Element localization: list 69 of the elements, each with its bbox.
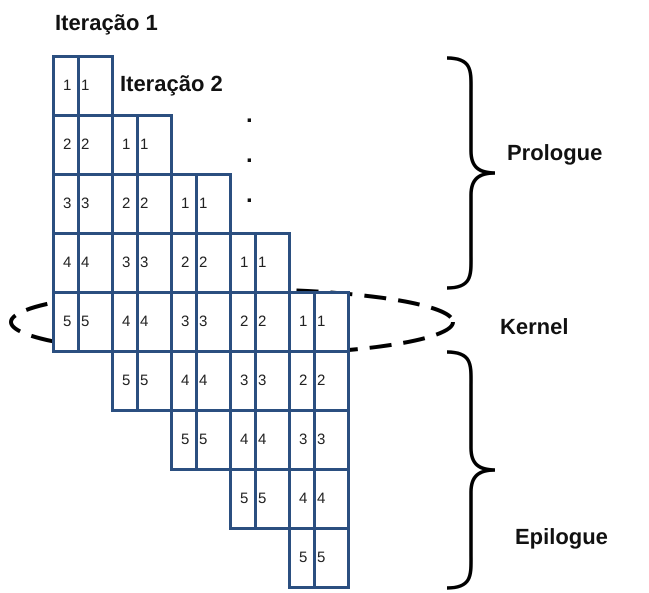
- cell-number: 1: [240, 254, 248, 272]
- grid-cell: [52, 55, 114, 117]
- cell-number: 2: [181, 254, 190, 272]
- cell-number: 3: [199, 313, 208, 331]
- cell-number: 2: [122, 195, 130, 213]
- cell-number: 3: [122, 254, 130, 272]
- cell-number: 2: [199, 254, 208, 272]
- cell-number: 4: [63, 254, 72, 272]
- grid-cell: [170, 232, 232, 294]
- cell-number: 1: [63, 77, 72, 95]
- iteration-label: Iteração 2: [120, 73, 223, 95]
- cell-number: 4: [181, 372, 190, 390]
- cell-number: 1: [122, 136, 130, 154]
- cell-number: 1: [199, 195, 208, 213]
- cell-number: 4: [258, 431, 266, 449]
- grid-cell: [170, 173, 232, 235]
- cell-number: 3: [81, 195, 90, 213]
- cell-number: 4: [317, 490, 326, 508]
- cell-number: 1: [140, 136, 148, 154]
- cell-number: 3: [140, 254, 148, 272]
- cell-number: 1: [258, 254, 266, 272]
- cell-number: 3: [181, 313, 190, 331]
- cell-number: 2: [240, 313, 248, 331]
- ellipsis-dot: .: [246, 183, 253, 207]
- grid-cell: [288, 291, 350, 353]
- cell-number: 4: [81, 254, 90, 272]
- cell-number: 3: [258, 372, 266, 390]
- phase-label: Prologue: [507, 142, 602, 164]
- cell-number: 5: [299, 549, 308, 567]
- cell-number: 2: [317, 372, 326, 390]
- cell-number: 1: [181, 195, 190, 213]
- cell-number: 5: [181, 431, 190, 449]
- cell-number: 3: [63, 195, 72, 213]
- ellipsis-dot: .: [246, 103, 253, 127]
- grid-cell: [170, 409, 232, 471]
- cell-number: 5: [240, 490, 248, 508]
- cell-number: 5: [63, 313, 72, 331]
- cell-number: 1: [299, 313, 308, 331]
- phase-label: Kernel: [500, 316, 568, 338]
- cell-number: 2: [258, 313, 266, 331]
- cell-number: 3: [299, 431, 308, 449]
- cell-number: 5: [81, 313, 90, 331]
- iteration-label: Iteração 1: [55, 12, 158, 34]
- cell-number: 2: [63, 136, 72, 154]
- grid-cell: [229, 232, 291, 294]
- cell-number: 4: [299, 490, 308, 508]
- grid-cell: [111, 114, 173, 176]
- cell-number: 4: [122, 313, 130, 331]
- grid-cell: [111, 350, 173, 412]
- cell-number: 5: [199, 431, 208, 449]
- cell-number: 3: [317, 431, 326, 449]
- cell-number: 4: [240, 431, 248, 449]
- phase-label: Epilogue: [515, 526, 608, 548]
- grid-cell: [229, 468, 291, 530]
- cell-number: 5: [140, 372, 148, 390]
- cell-number: 2: [140, 195, 148, 213]
- cell-number: 1: [81, 77, 90, 95]
- cell-number: 3: [240, 372, 248, 390]
- cell-number: 4: [140, 313, 148, 331]
- cell-number: 5: [258, 490, 266, 508]
- ellipsis-dot: .: [246, 143, 253, 167]
- cell-number: 5: [317, 549, 326, 567]
- cell-number: 1: [317, 313, 326, 331]
- grid-cell: [52, 291, 114, 353]
- cell-number: 5: [122, 372, 130, 390]
- grid-cell: [288, 527, 350, 589]
- cell-number: 2: [299, 372, 308, 390]
- cell-number: 2: [81, 136, 90, 154]
- cell-number: 4: [199, 372, 208, 390]
